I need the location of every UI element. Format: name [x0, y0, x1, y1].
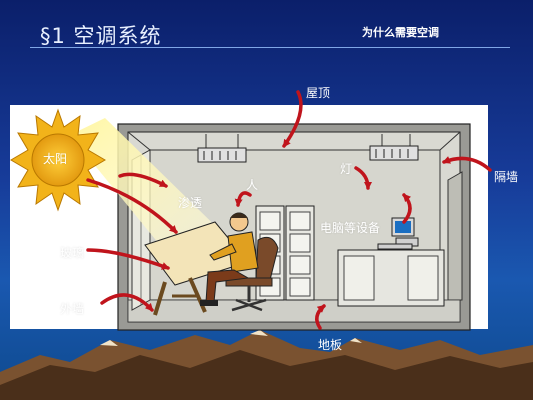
person-icon	[200, 212, 259, 306]
computer-icon	[337, 217, 445, 307]
label-exterior-wall: 外墙	[60, 302, 85, 316]
arrow-partition	[442, 156, 492, 172]
label-computer-equipment: 电脑等设备	[320, 221, 381, 235]
arrow-roof	[282, 90, 303, 148]
arrow-light	[354, 166, 372, 190]
label-light: 灯	[340, 162, 353, 176]
arrow-glass	[86, 248, 170, 270]
label-person: 人	[246, 178, 259, 192]
arrow-exterior-wall	[100, 293, 154, 312]
label-infiltration: 渗透	[178, 196, 203, 210]
arrow-computer	[402, 193, 412, 224]
sun-icon	[10, 108, 106, 212]
desk-icon	[144, 221, 249, 316]
label-sun: 太阳	[43, 152, 68, 166]
slide-subtitle: 为什么需要空调	[362, 26, 439, 39]
arrow-infiltration	[118, 172, 168, 188]
arrow-floor	[315, 304, 326, 330]
arrow-person	[234, 191, 252, 207]
sunlight-beam	[70, 118, 240, 255]
heat-arrows	[86, 90, 492, 330]
label-floor: 地板	[318, 338, 343, 352]
arrow-sun	[86, 178, 178, 234]
chair-icon	[225, 236, 279, 312]
mountain-icon	[0, 330, 533, 400]
ceiling-light-icon	[369, 134, 419, 161]
label-roof: 屋顶	[306, 86, 331, 100]
label-partition-wall: 隔墙	[494, 170, 519, 184]
slide-title: §1 空调系统	[40, 24, 162, 48]
label-glass: 玻璃	[60, 246, 85, 260]
title-divider	[30, 47, 510, 48]
ceiling-light-icon	[197, 134, 247, 163]
